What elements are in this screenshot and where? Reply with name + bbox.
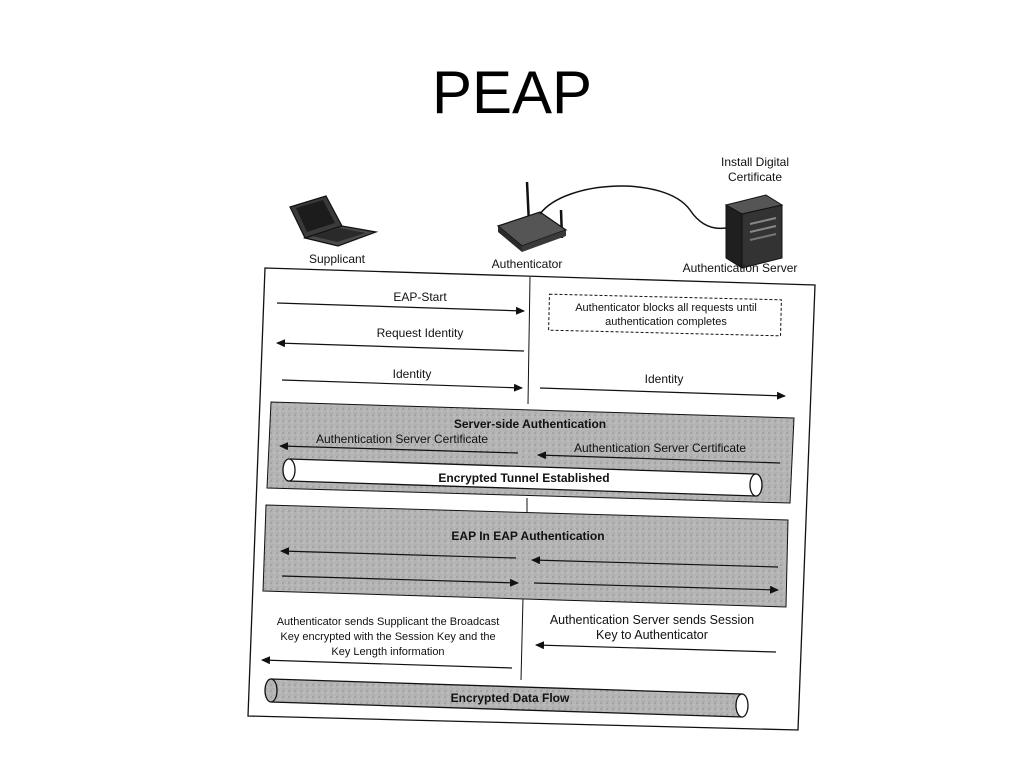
- blocks-note-line2: authentication completes: [605, 316, 727, 328]
- tunnel-label: Encrypted Tunnel Established: [438, 471, 609, 485]
- request-identity-label: Request Identity: [377, 326, 464, 340]
- eap-in-eap-block: [262, 504, 789, 608]
- eap-start-label: EAP-Start: [393, 290, 447, 304]
- key-right-line2: Key to Authenticator: [596, 628, 708, 642]
- server-note-line1: Install Digital: [721, 155, 789, 169]
- server-icon: [724, 194, 784, 269]
- server-cert-right-label: Authentication Server Certificate: [574, 441, 746, 455]
- key-left-arrow: [261, 656, 513, 669]
- authenticator-label: Authenticator: [492, 257, 563, 271]
- key-right-arrow: [535, 641, 777, 653]
- server-side-heading: Server-side Authentication: [454, 417, 606, 431]
- server-cert-right-arrow: [537, 451, 781, 464]
- divider-top: [527, 276, 531, 405]
- key-left-line3: Key Length information: [331, 646, 444, 658]
- identity-left-label: Identity: [393, 367, 432, 381]
- slide-title: PEAP: [431, 59, 593, 126]
- network-cable: [539, 185, 727, 230]
- server-note-line2: Certificate: [728, 170, 782, 184]
- divider-bottom: [520, 597, 524, 681]
- key-right-line1: Authentication Server sends Session: [550, 613, 754, 627]
- server-cert-left-arrow: [279, 442, 519, 454]
- data-flow-pipe: [264, 678, 749, 718]
- access-point-icon: [496, 181, 568, 252]
- eap-arrow-right-1: [531, 556, 779, 568]
- eap-start-arrow: [276, 302, 525, 315]
- diagram-frame: [247, 267, 816, 731]
- eap-in-eap-heading: EAP In EAP Authentication: [451, 529, 604, 543]
- request-identity-arrow: [276, 339, 525, 352]
- blocks-note-box: [548, 293, 782, 337]
- eap-arrow-right-2: [281, 575, 519, 587]
- server-cert-left-label: Authentication Server Certificate: [316, 432, 488, 446]
- eap-arrow-left-1: [280, 547, 517, 559]
- laptop-icon: [289, 195, 379, 247]
- blocks-note-line1: Authenticator blocks all requests until: [575, 302, 757, 314]
- key-left-line2: Key encrypted with the Session Key and t…: [280, 631, 495, 643]
- data-flow-label: Encrypted Data Flow: [451, 691, 570, 705]
- encrypted-tunnel: [282, 458, 763, 497]
- identity-left-arrow: [281, 379, 523, 392]
- identity-right-arrow: [539, 387, 786, 400]
- supplicant-label: Supplicant: [309, 252, 366, 266]
- server-label: Authentication Server: [683, 261, 798, 275]
- key-left-line1: Authenticator sends Supplicant the Broad…: [277, 616, 500, 628]
- eap-arrow-right-3: [533, 582, 779, 594]
- identity-right-label: Identity: [645, 372, 684, 386]
